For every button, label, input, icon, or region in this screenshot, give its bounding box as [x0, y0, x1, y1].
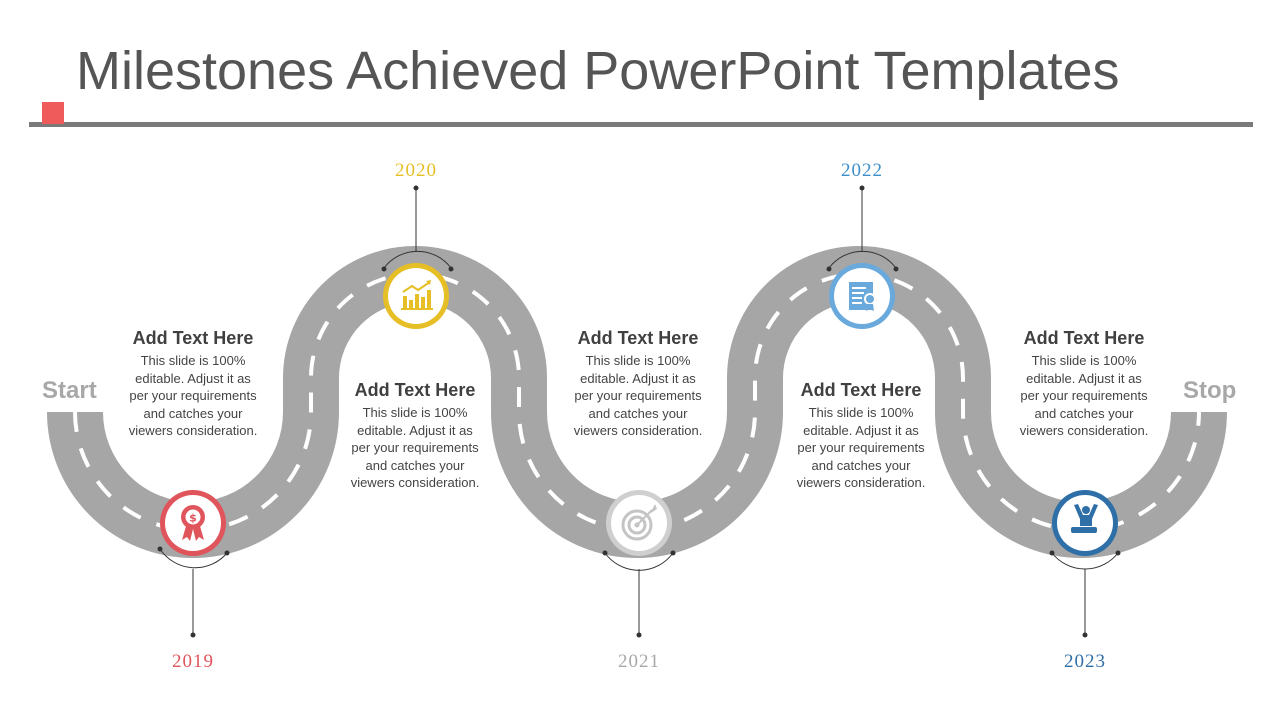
certificate-document-icon: [849, 282, 876, 311]
text-body: This slide is 100% editable. Adjust it a…: [1019, 353, 1149, 438]
start-label: Start: [42, 377, 97, 404]
text-body: This slide is 100% editable. Adjust it a…: [350, 405, 480, 490]
accent-square: [42, 102, 64, 124]
person-celebrating-icon: [1071, 504, 1098, 533]
milestone-node-2022: [829, 263, 895, 329]
stop-label: Stop: [1183, 377, 1237, 404]
year-label-2022: 2022: [841, 160, 883, 181]
year-label-2019: 2019: [172, 651, 214, 672]
text-heading: Add Text Here: [132, 328, 254, 348]
text-block-4: Add Text Here This slide is 100% editabl…: [776, 380, 946, 492]
page-title: Milestones Achieved PowerPoint Templates: [76, 41, 1120, 101]
text-body: This slide is 100% editable. Adjust it a…: [796, 405, 926, 490]
year-label-2020: 2020: [395, 160, 437, 181]
bar-chart-growth-icon: [401, 280, 433, 310]
connector-2023: [1051, 552, 1119, 634]
text-heading: Add Text Here: [800, 380, 922, 400]
text-block-2: Add Text Here This slide is 100% editabl…: [330, 380, 500, 492]
milestone-node-2019: $: [160, 490, 226, 556]
text-body: This slide is 100% editable. Adjust it a…: [573, 353, 703, 438]
target-dart-icon: [621, 504, 657, 541]
milestone-node-2021: [606, 490, 672, 556]
text-block-3: Add Text Here This slide is 100% editabl…: [553, 328, 723, 440]
connector-2019: [159, 548, 228, 634]
lane-markings: [73, 272, 1201, 532]
text-block-1: Add Text Here This slide is 100% editabl…: [108, 328, 278, 440]
title-underline: [29, 122, 1253, 127]
connector-2021: [604, 552, 674, 634]
year-label-2023: 2023: [1064, 651, 1106, 672]
connector-2022: [828, 189, 897, 269]
svg-text:$: $: [189, 512, 197, 525]
connector-2020: [383, 189, 452, 269]
text-block-5: Add Text Here This slide is 100% editabl…: [999, 328, 1169, 440]
text-heading: Add Text Here: [577, 328, 699, 348]
text-heading: Add Text Here: [354, 380, 476, 400]
text-body: This slide is 100% editable. Adjust it a…: [128, 353, 258, 438]
milestone-node-2020: [383, 263, 449, 329]
award-ribbon-icon: $: [181, 505, 205, 541]
text-heading: Add Text Here: [1023, 328, 1145, 348]
year-label-2021: 2021: [618, 651, 660, 672]
milestone-node-2023: [1052, 490, 1118, 556]
